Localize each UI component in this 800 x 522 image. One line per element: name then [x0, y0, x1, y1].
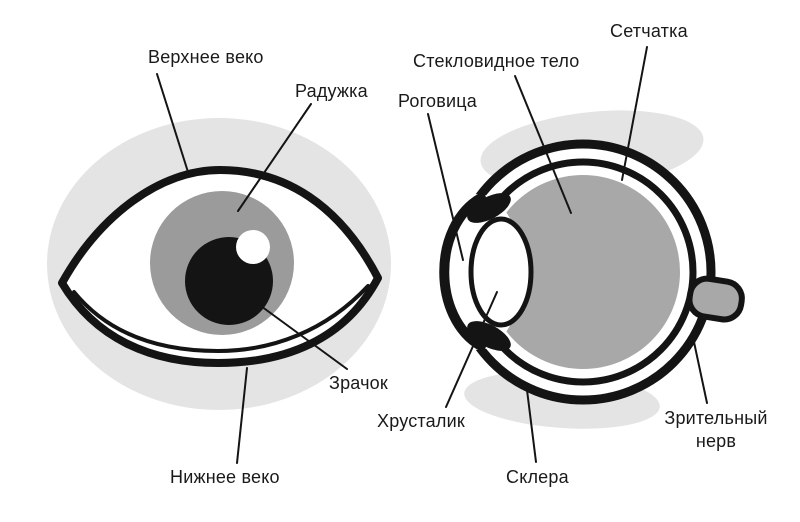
leader-pupil: [249, 297, 348, 370]
lower-eyelid-line: [72, 284, 370, 353]
ciliary-body-top: [467, 193, 511, 223]
label-optic-nerve: Зрительный нерв: [664, 408, 768, 451]
cornea-shape: [439, 193, 486, 351]
leader-upper-eyelid: [156, 73, 189, 173]
leader-lower-eyelid: [236, 367, 248, 464]
leader-vitreous-body: [514, 75, 572, 214]
label-iris: Радужка: [295, 81, 368, 101]
eyeball-cross-section: [434, 110, 745, 429]
leader-sclera: [526, 389, 537, 463]
front-eye-view: [47, 118, 391, 410]
label-sclera: Склера: [506, 467, 569, 487]
eyelid-outline: [58, 166, 382, 367]
lens-shape: [468, 216, 534, 328]
optic-nerve-shape: [686, 275, 745, 323]
leader-optic-nerve: [693, 341, 708, 404]
label-vitreous-body: Стекловидное тело: [413, 51, 580, 71]
label-upper-eyelid: Верхнее веко: [148, 47, 264, 67]
label-cornea: Роговица: [398, 91, 477, 111]
leader-lines: [156, 46, 708, 464]
leader-retina: [621, 46, 648, 181]
vitreous-body-shape: [486, 175, 680, 369]
label-lower-eyelid: Нижнее веко: [170, 467, 280, 487]
leader-cornea: [427, 113, 464, 261]
label-pupil: Зрачок: [329, 373, 388, 393]
iris-group: [150, 191, 294, 335]
label-retina: Сетчатка: [610, 21, 688, 41]
leader-lens: [445, 291, 498, 408]
leader-iris: [237, 103, 312, 212]
pupil-highlight: [236, 230, 270, 264]
ciliary-body-bottom: [467, 321, 511, 351]
label-lens: Хрусталик: [377, 411, 465, 431]
